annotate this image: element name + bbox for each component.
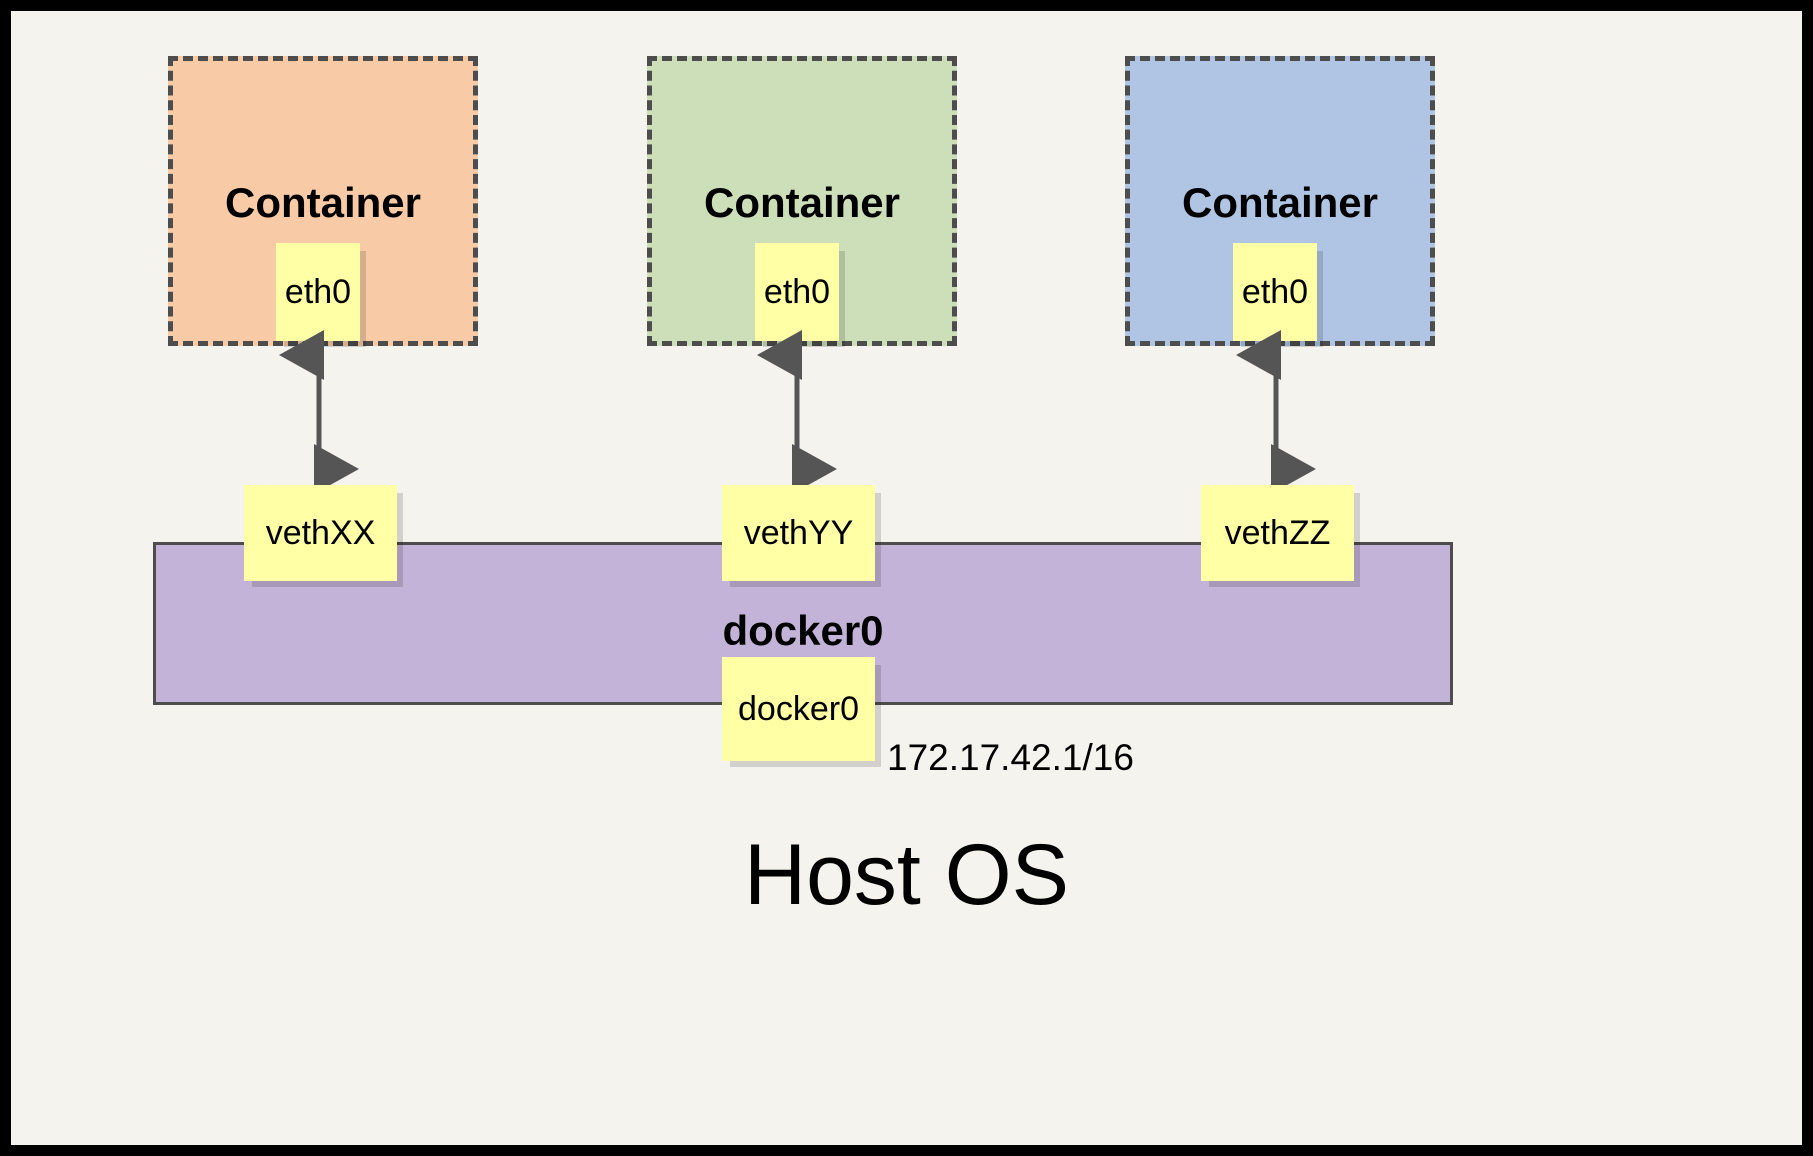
docker0-ip-label: 172.17.42.1/16: [887, 737, 1134, 778]
eth0-box-3[interactable]: eth0: [1233, 243, 1317, 341]
veth-box-3[interactable]: vethZZ: [1201, 485, 1354, 581]
veth-label-2: vethYY: [743, 514, 854, 552]
eth0-box-2[interactable]: eth0: [755, 243, 839, 341]
veth-box-1[interactable]: vethXX: [244, 485, 397, 581]
eth0-label-2: eth0: [763, 273, 831, 311]
eth0-box-1[interactable]: eth0: [276, 243, 360, 341]
veth-arrow-3: [1236, 330, 1316, 494]
eth0-label-3: eth0: [1241, 273, 1309, 311]
docker0-port-label: docker0: [738, 690, 859, 728]
container-title-2: Container: [703, 179, 900, 226]
veth-arrow-1: [279, 330, 359, 494]
veth-label-3: vethZZ: [1224, 514, 1331, 552]
docker0-port-box[interactable]: docker0: [722, 657, 875, 761]
veth-box-2[interactable]: vethYY: [722, 485, 875, 581]
docker0-bar-label: docker0: [722, 607, 884, 654]
container-title-3: Container: [1181, 179, 1378, 226]
eth0-label-1: eth0: [284, 273, 352, 311]
container-title-1: Container: [224, 179, 421, 226]
veth-label-1: vethXX: [265, 514, 376, 552]
host-os-label: Host OS: [744, 827, 1069, 923]
veth-arrow-2: [757, 330, 837, 494]
